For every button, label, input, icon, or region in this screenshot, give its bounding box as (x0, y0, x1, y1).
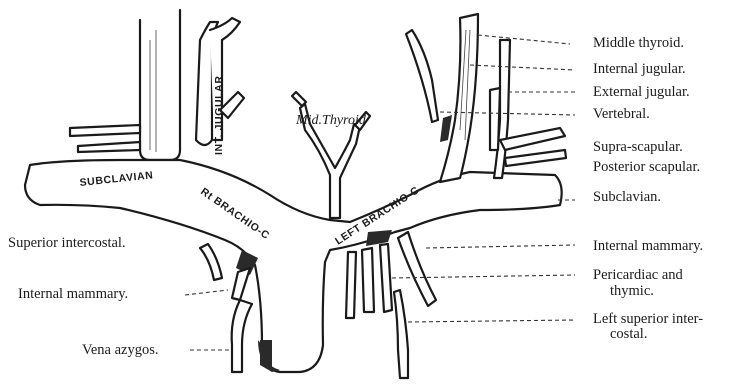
pericardiac-thymic-vein-b (380, 244, 392, 312)
right-superior-intercostal-vein (200, 244, 222, 280)
int-jugular-label: INT. JUGULAR (213, 75, 225, 155)
left-internal-mammary-vein (362, 248, 374, 312)
label-pericardiac-1: Pericardiac and (593, 267, 684, 283)
label-left-sup-intercostal-2: costal. (610, 326, 647, 342)
right-supra-scapular-vein (70, 125, 140, 136)
middle-thyroid-branch-a (292, 92, 306, 106)
label-vena-azygos: Vena azygos. (82, 342, 159, 358)
label-superior-intercostal: Superior intercostal. (8, 235, 126, 251)
label-external-jugular: External jugular. (593, 84, 690, 100)
mid-thyroid-label: Mid.Thyroid (295, 113, 367, 128)
left-supra-scapular-vein (500, 128, 565, 150)
left-internal-jugular-vein (440, 14, 478, 182)
left-vertebral-vein (490, 88, 500, 150)
pericardiac-thymic-vein-a (346, 252, 356, 318)
label-internal-jugular: Internal jugular. (593, 61, 686, 77)
vena-azygos (232, 300, 252, 372)
label-pericardiac-2: thymic. (610, 283, 654, 299)
left-superior-intercostal-vein (398, 232, 436, 306)
left-ij-shadow (440, 115, 452, 142)
brachiocephalic-trunk (25, 160, 562, 372)
right-posterior-scapular-vein (78, 142, 140, 152)
left-sup-intercostal-lower (394, 290, 408, 378)
label-left-sup-intercostal-1: Left superior inter- (593, 311, 703, 327)
label-internal-mammary-right: Internal mammary. (593, 238, 703, 254)
label-internal-mammary-left: Internal mammary. (18, 286, 128, 302)
label-supra-scapular: Supra-scapular. (593, 139, 683, 155)
right-internal-jugular-vein (140, 10, 180, 160)
vena-cava-dark (260, 340, 272, 372)
left-middle-thyroid-vein (406, 30, 438, 122)
left-posterior-scapular-vein (505, 150, 566, 166)
right-internal-mammary-vein (232, 268, 250, 300)
label-subclavian: Subclavian. (593, 189, 661, 205)
label-middle-thyroid: Middle thyroid. (593, 35, 684, 51)
label-vertebral: Vertebral. (593, 106, 650, 122)
label-posterior-scapular: Posterior scapular. (593, 159, 700, 175)
